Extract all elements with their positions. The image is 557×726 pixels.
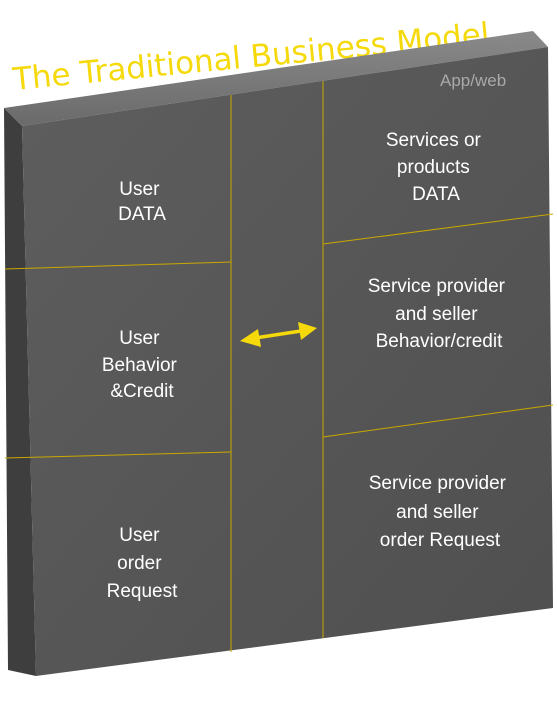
block-top-face xyxy=(4,31,548,126)
user-order-cell: User order Request xyxy=(107,525,178,602)
block-side-face xyxy=(4,108,36,676)
provider-data-cell: Services or products DATA xyxy=(386,130,486,205)
user-order-line: Request xyxy=(107,581,178,602)
platform-tag: App/web xyxy=(440,71,506,90)
divider-left-row2 xyxy=(4,451,232,459)
provider-data-line: products xyxy=(397,157,470,178)
user-data-line: DATA xyxy=(118,204,166,225)
user-order-line: User xyxy=(119,525,160,546)
provider-behavior-cell: Service provider and seller Behavior/cre… xyxy=(368,276,511,352)
provider-order-line: and seller xyxy=(396,502,479,523)
provider-order-line: order Request xyxy=(380,530,501,551)
user-behavior-line: Behavior xyxy=(102,355,178,376)
provider-data-line: Services or xyxy=(386,130,482,151)
user-behavior-cell: User Behavior &Credit xyxy=(102,328,182,402)
user-data-line: User xyxy=(119,179,160,200)
user-data-cell: User DATA xyxy=(118,179,166,225)
user-order-line: order xyxy=(117,553,162,574)
divider-right-row1 xyxy=(322,213,554,245)
provider-order-cell: Service provider and seller order Reques… xyxy=(369,473,512,551)
provider-behavior-line: Behavior/credit xyxy=(376,331,503,352)
provider-behavior-line: and seller xyxy=(395,304,478,325)
user-behavior-line: &Credit xyxy=(110,381,174,402)
divider-right-row2 xyxy=(322,404,554,438)
user-behavior-line: User xyxy=(119,328,160,349)
block-front-face xyxy=(22,47,553,676)
provider-data-line: DATA xyxy=(412,184,460,205)
provider-behavior-line: Service provider xyxy=(368,276,506,297)
provider-order-line: Service provider xyxy=(369,473,507,494)
divider-left-row1 xyxy=(4,261,232,270)
double-headed-arrow-icon xyxy=(240,322,317,347)
